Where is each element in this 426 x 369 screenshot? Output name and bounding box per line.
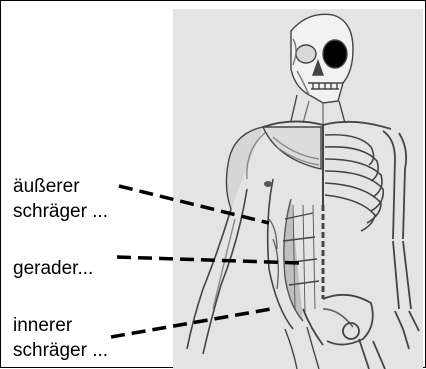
label-external-oblique-line1: äußerer — [13, 175, 80, 199]
label-internal-oblique-line2: schräger ... — [13, 339, 108, 363]
muscle-skeleton-illustration — [173, 9, 423, 369]
label-rectus: gerader... — [13, 257, 93, 281]
label-external-oblique-line2: schräger ... — [13, 200, 108, 224]
label-internal-oblique-line1: innerer — [13, 314, 72, 338]
